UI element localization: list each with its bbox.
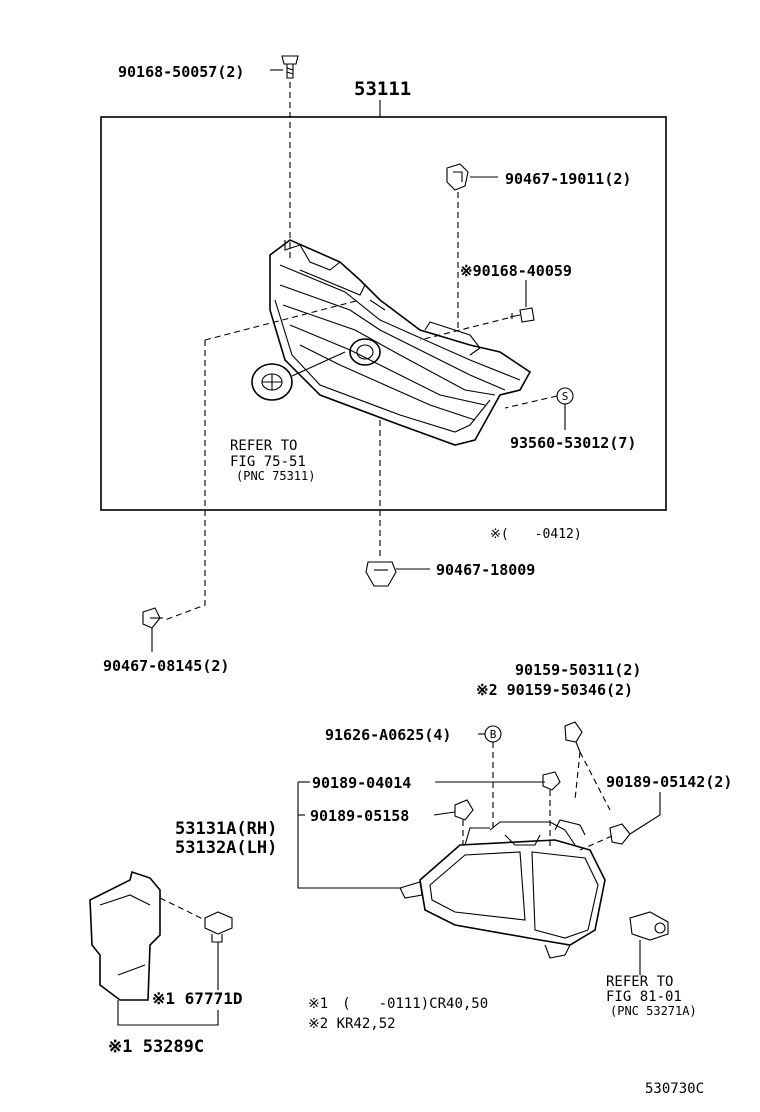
refer-text: REFER TO [230,438,297,454]
clip-icon [365,561,397,587]
part-label: 93560-53012(7) [510,434,636,452]
part-label: ※90168-40059 [460,262,572,280]
clip-icon [142,607,163,629]
footnote: ※2 KR42,52 [308,1016,396,1032]
leader-line [433,811,456,816]
dashed-guide [574,751,581,801]
part-label: ※1 67771D [152,989,242,1008]
marker-b-label: B [490,728,497,741]
part-label: 90467-18009 [436,561,535,579]
part-label: 90467-08145(2) [103,657,229,675]
headlamp-assembly [399,819,606,959]
part-label: 90189-05142(2) [606,773,732,791]
grille-note: ※( -0412) [490,527,582,542]
part-label: ※1 53289C [108,1037,204,1057]
clip-icon [204,911,233,943]
dashed-guide [579,751,611,811]
leader-line [629,792,661,835]
leader-line [117,1000,219,1026]
clip-icon [454,799,474,821]
part-label: 90168-50057(2) [118,63,244,81]
screw-icon [509,307,535,323]
radiator-grille [269,239,532,446]
part-label: 53132A(LH) [175,838,277,858]
dashed-guide [504,395,558,409]
screw-icon [609,823,631,845]
refer-text: FIG 75-51 [230,454,306,470]
dashed-guide [419,317,509,341]
footnote: ※1 ( -0111)CR40,50 [308,996,488,1012]
marker-s-label: S [562,390,569,403]
part-label-53111: 53111 [354,78,411,100]
dashed-guide [204,299,361,341]
dashed-guide [164,340,206,621]
bolt-icon [281,55,299,79]
leader-line [291,351,346,377]
part-label: 90189-04014 [312,774,411,792]
part-label: 91626-A0625(4) [325,726,451,744]
part-label: ※2 90159-50346(2) [476,681,633,699]
emblem-icon [251,363,293,401]
refer-text: (PNC 75311) [236,469,315,483]
dashed-guide [159,897,206,921]
part-label: 90159-50311(2) [515,661,641,679]
leader-line [297,782,402,889]
screw-icon [564,721,583,753]
clip-icon [542,771,561,791]
bulb-socket-icon [629,911,669,941]
clip-icon [446,163,469,191]
part-label: 90467-19011(2) [505,170,631,188]
dashed-guide [579,835,613,851]
refer-text: (PNC 53271A) [610,1004,697,1018]
bracket-icon [89,870,161,1001]
grille-frame [100,116,667,511]
part-label: 53131A(RH) [175,819,277,839]
refer-text: REFER TO [606,974,673,990]
figure-code: 530730C [645,1081,704,1097]
part-label: 90189-05158 [310,807,409,825]
refer-text: FIG 81-01 [606,989,682,1005]
